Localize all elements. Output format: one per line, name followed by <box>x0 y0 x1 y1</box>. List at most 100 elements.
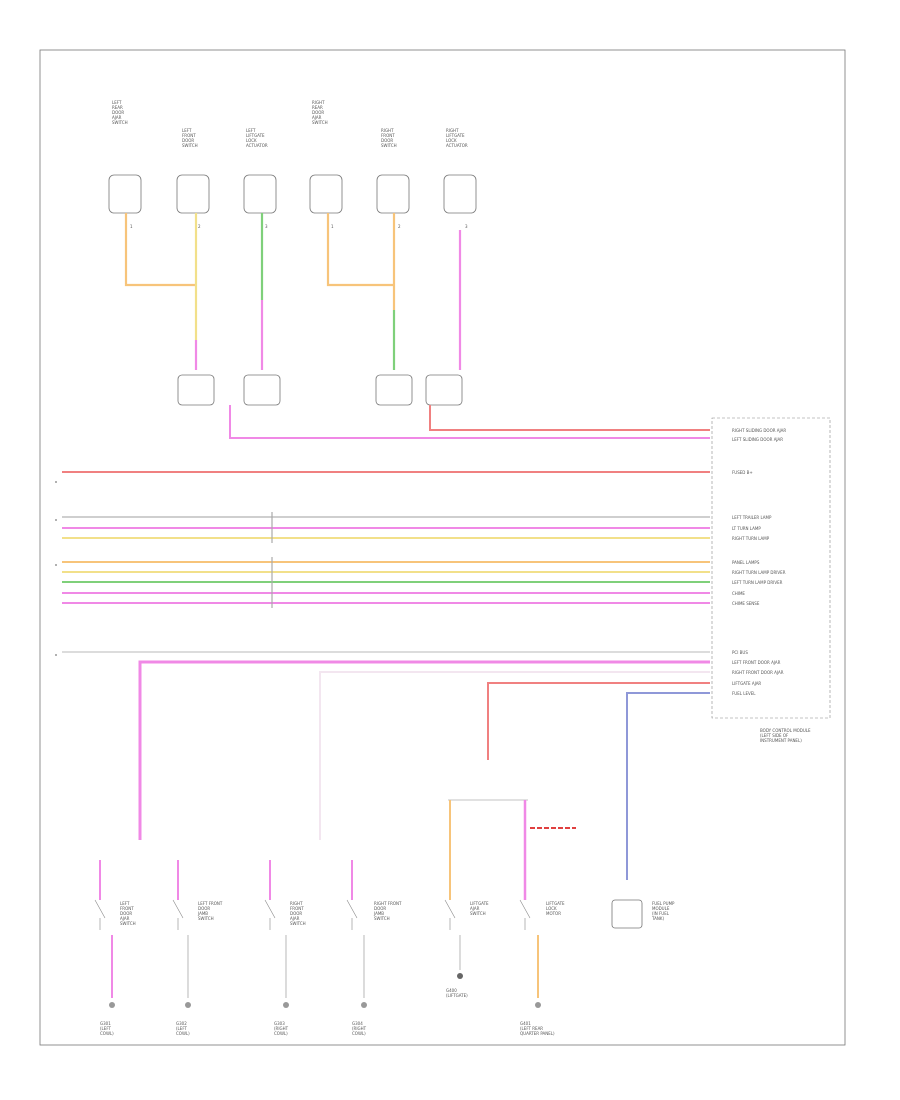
connector-pin: 2 <box>398 224 401 229</box>
wire-pink-left-sliding <box>229 405 710 439</box>
top-wires <box>124 213 462 370</box>
left-pin <box>55 654 57 656</box>
module-pin-label: CHIME <box>732 591 745 596</box>
splice-box <box>177 374 215 406</box>
module-pin-label: LT TURN LAMP <box>732 526 761 531</box>
module-bottom-wires <box>62 651 710 880</box>
connector-body <box>309 174 343 214</box>
wire-pink-right-front-ajar <box>319 671 710 840</box>
module-pin-label: CHIME SENSE <box>732 601 760 606</box>
diagram-frame <box>39 49 846 1046</box>
ground-symbol <box>361 1002 367 1008</box>
ground-symbol <box>109 1002 115 1008</box>
ground-symbol <box>185 1002 191 1008</box>
switch-symbol <box>172 899 184 930</box>
left-pin-numbers <box>55 481 57 656</box>
left-pin <box>55 481 57 483</box>
module-pin-label: PCI BUS <box>732 650 748 655</box>
module-pin-label: LEFT TRAILER LAMP <box>732 515 772 520</box>
connector-pin: 1 <box>130 224 133 229</box>
module-pin-label: PANEL LAMPS <box>732 560 760 565</box>
switch-symbol <box>346 899 358 930</box>
switch-symbol <box>94 899 106 930</box>
connector-pin: 1 <box>331 224 334 229</box>
wire-orange-left-rear <box>124 213 196 287</box>
switch-symbol <box>519 899 531 930</box>
wire-blue-fuel <box>626 692 710 880</box>
switch-symbol <box>444 899 456 930</box>
splice-box <box>243 374 281 406</box>
ground-symbol <box>457 973 463 979</box>
wire-red-liftgate <box>487 682 710 760</box>
connector-body <box>376 174 410 214</box>
connector-body <box>108 174 142 214</box>
module-pin-label: RIGHT TURN LAMP <box>732 536 770 541</box>
wire-orange-right-rear <box>326 213 394 287</box>
module-pin-label: FUEL LEVEL <box>732 691 756 696</box>
connector-pin: 2 <box>198 224 201 229</box>
splice-box <box>375 374 413 406</box>
module-pin-label: FUSED B+ <box>732 470 753 475</box>
connector-pin: 3 <box>465 224 468 229</box>
ground-label: G400(LIFTGATE) <box>446 988 468 998</box>
module-pin-label: RIGHT TURN LAMP DRIVER <box>732 570 786 575</box>
left-pin <box>55 519 57 521</box>
wire-pink-left-front-ajar <box>138 660 710 840</box>
module-pin-label: LEFT SLIDING DOOR AJAR <box>732 437 783 442</box>
liftgate-junction <box>448 799 576 900</box>
wire-red-right-sliding <box>429 405 710 431</box>
module-pin-label: RIGHT SLIDING DOOR AJAR <box>732 428 786 433</box>
connector-pin: 3 <box>265 224 268 229</box>
switch-symbol <box>264 899 276 930</box>
module-pin-label: LEFT FRONT DOOR AJAR <box>732 660 781 665</box>
module-pin-label: LIFTGATE AJAR <box>732 681 761 686</box>
ground-symbol <box>283 1002 289 1008</box>
module-outline <box>711 417 831 719</box>
bus-bundle-upper <box>62 516 710 539</box>
module-pin-label: RIGHT FRONT DOOR AJAR <box>732 670 784 675</box>
connector-body <box>176 174 210 214</box>
splice-boxes <box>177 374 463 406</box>
module-pin-label: LEFT TURN LAMP DRIVER <box>732 580 783 585</box>
splice-box <box>425 374 463 406</box>
connector-body <box>443 174 477 214</box>
left-pin <box>55 564 57 566</box>
fuel-pump-body <box>611 899 643 929</box>
bus-bundle-lower <box>62 561 710 604</box>
module-top-wires <box>62 405 710 473</box>
body-control-module: RIGHT SLIDING DOOR AJAR LEFT SLIDING DOO… <box>711 417 831 743</box>
